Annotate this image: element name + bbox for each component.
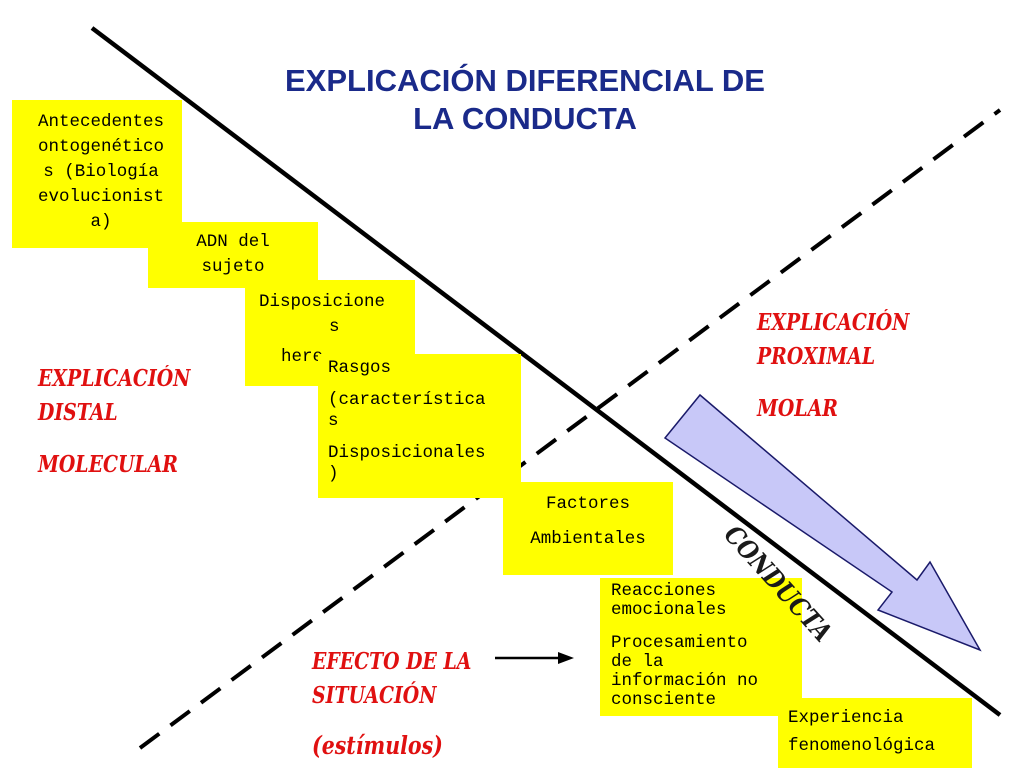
dashed-diagonal-line [138,108,1002,750]
title-line-2: LA CONDUCTA [413,101,637,136]
efecto-arrow-head [558,652,574,664]
solid-diagonal-line [90,26,1002,717]
reacciones-line-6: consciente [611,690,717,710]
experiencia-line-2: fenomenológica [788,736,936,756]
antecedentes-line-5: a) [90,212,112,232]
factores-line-1: Factores [545,494,630,514]
proximal-line-1: EXPLICACIÓN [757,309,910,336]
reacciones-line-3: Procesamiento [611,633,748,653]
conducta-arrow-shape [663,393,982,652]
proximal-line-2: PROXIMAL [757,343,876,370]
antecedentes-line-1: Antecedentes [37,112,165,132]
reacciones-line-4: de la [611,652,664,672]
box-experiencia: Experiencia fenomenológica [778,698,972,768]
label-explicacion-proximal: EXPLICACIÓN PROXIMAL MOLAR [757,306,909,426]
label-efecto-situacion: EFECTO DE LA SITUACIÓN (estímulos) [312,645,471,763]
rasgos-line-3: s [328,411,339,431]
disposiciones-line-3: here [281,347,324,367]
reacciones-line-5: información no [611,671,759,691]
box-factores: Factores Ambientales [503,482,673,575]
rasgos-line-5: ) [328,464,339,484]
experiencia-line-1: Experiencia [788,708,904,728]
adn-line-2: sujeto [201,257,265,277]
efecto-line-1: EFECTO DE LA [312,648,472,675]
page-title: EXPLICACIÓN DIFERENCIAL DE LA CONDUCTA [200,62,850,138]
efecto-line-2: SITUACIÓN [312,682,437,709]
disposiciones-line-1: Disposicione [259,292,386,312]
reacciones-line-1: Reacciones [611,581,717,601]
efecto-line-3: (estímulos) [312,731,443,760]
disposiciones-line-2: s [329,317,340,337]
title-line-1: EXPLICACIÓN DIFERENCIAL DE [285,63,765,98]
box-adn: ADN del sujeto [148,222,318,288]
rasgos-line-1: Rasgos [328,358,392,378]
reacciones-line-2: emocionales [611,600,727,620]
factores-line-2: Ambientales [530,529,646,549]
rasgos-line-4: Disposicionales [328,443,486,463]
antecedentes-line-4: evolucionist [37,187,165,207]
label-explicacion-distal: EXPLICACIÓN DISTAL MOLECULAR [38,362,190,482]
distal-line-3: MOLECULAR [38,451,178,478]
box-rasgos: Rasgos (característica s Disposicionales… [318,354,521,498]
adn-line-1: ADN del [196,232,270,252]
distal-line-1: EXPLICACIÓN [38,365,191,392]
proximal-line-3: MOLAR [757,395,838,422]
rasgos-line-2: (característica [328,390,486,410]
antecedentes-line-2: ontogenético [37,137,165,157]
antecedentes-line-3: s (Biología [43,162,159,182]
distal-line-2: DISTAL [38,399,118,426]
box-reacciones: Reacciones emocionales Procesamiento de … [600,578,802,716]
